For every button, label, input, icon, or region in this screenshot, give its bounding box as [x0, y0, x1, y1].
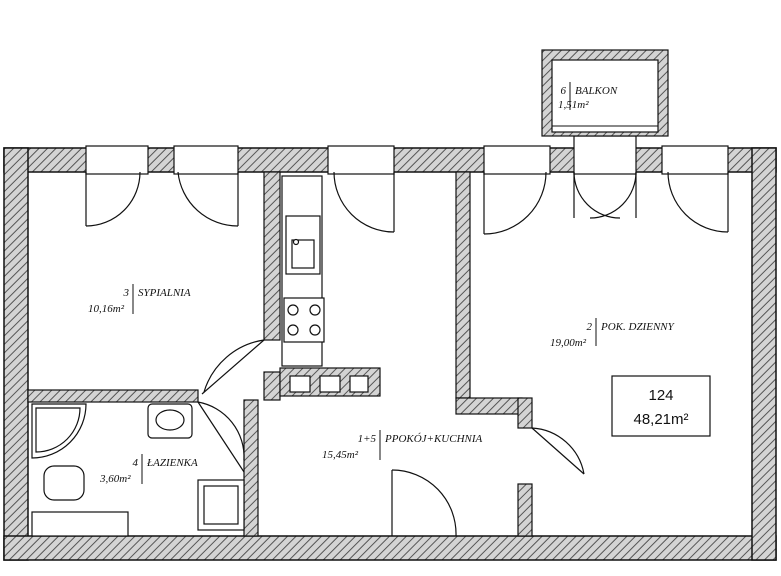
room-name: ŁAZIENKA — [146, 457, 198, 469]
kitchen-fixtures — [281, 175, 369, 393]
room-name: BALKON — [575, 85, 618, 97]
room-label-balkon: 6 BALKON 1,51m² — [558, 85, 618, 111]
window-swings — [85, 171, 729, 235]
room-name: PPOKÓJ+KUCHNIA — [384, 433, 483, 445]
room-label-lazienka: 4 ŁAZIENKA 3,60m² — [99, 457, 198, 485]
room-area: 1,51m² — [558, 99, 589, 111]
windows — [85, 135, 729, 175]
room-area: 10,16m² — [88, 303, 125, 315]
exterior-walls — [3, 147, 777, 561]
room-label-sypialnia: 3 SYPIALNIA 10,16m² — [88, 287, 191, 315]
label-dividers — [132, 82, 597, 484]
room-area: 15,45m² — [322, 449, 359, 461]
bathroom-fixtures — [31, 403, 245, 537]
room-label-kuchnia: 1+5 PPOKÓJ+KUCHNIA 15,45m² — [322, 433, 483, 461]
room-area: 19,00m² — [550, 337, 587, 349]
balcony — [541, 49, 669, 137]
total-area: 48,21m² — [633, 411, 688, 428]
room-area: 3,60m² — [99, 473, 131, 485]
unit-number: 124 — [648, 387, 673, 404]
room-name: SYPIALNIA — [138, 287, 191, 299]
room-number: 3 — [123, 287, 130, 299]
room-number: 6 — [561, 85, 567, 97]
room-name: POK. DZIENNY — [600, 321, 676, 333]
room-label-dzienny: 2 POK. DZIENNY 19,00m² — [550, 321, 676, 349]
summary-box: 124 48,21m² — [611, 375, 711, 437]
doors — [197, 339, 585, 537]
room-number: 2 — [587, 321, 593, 333]
room-number: 4 — [133, 457, 139, 469]
room-number: 1+5 — [358, 433, 377, 445]
